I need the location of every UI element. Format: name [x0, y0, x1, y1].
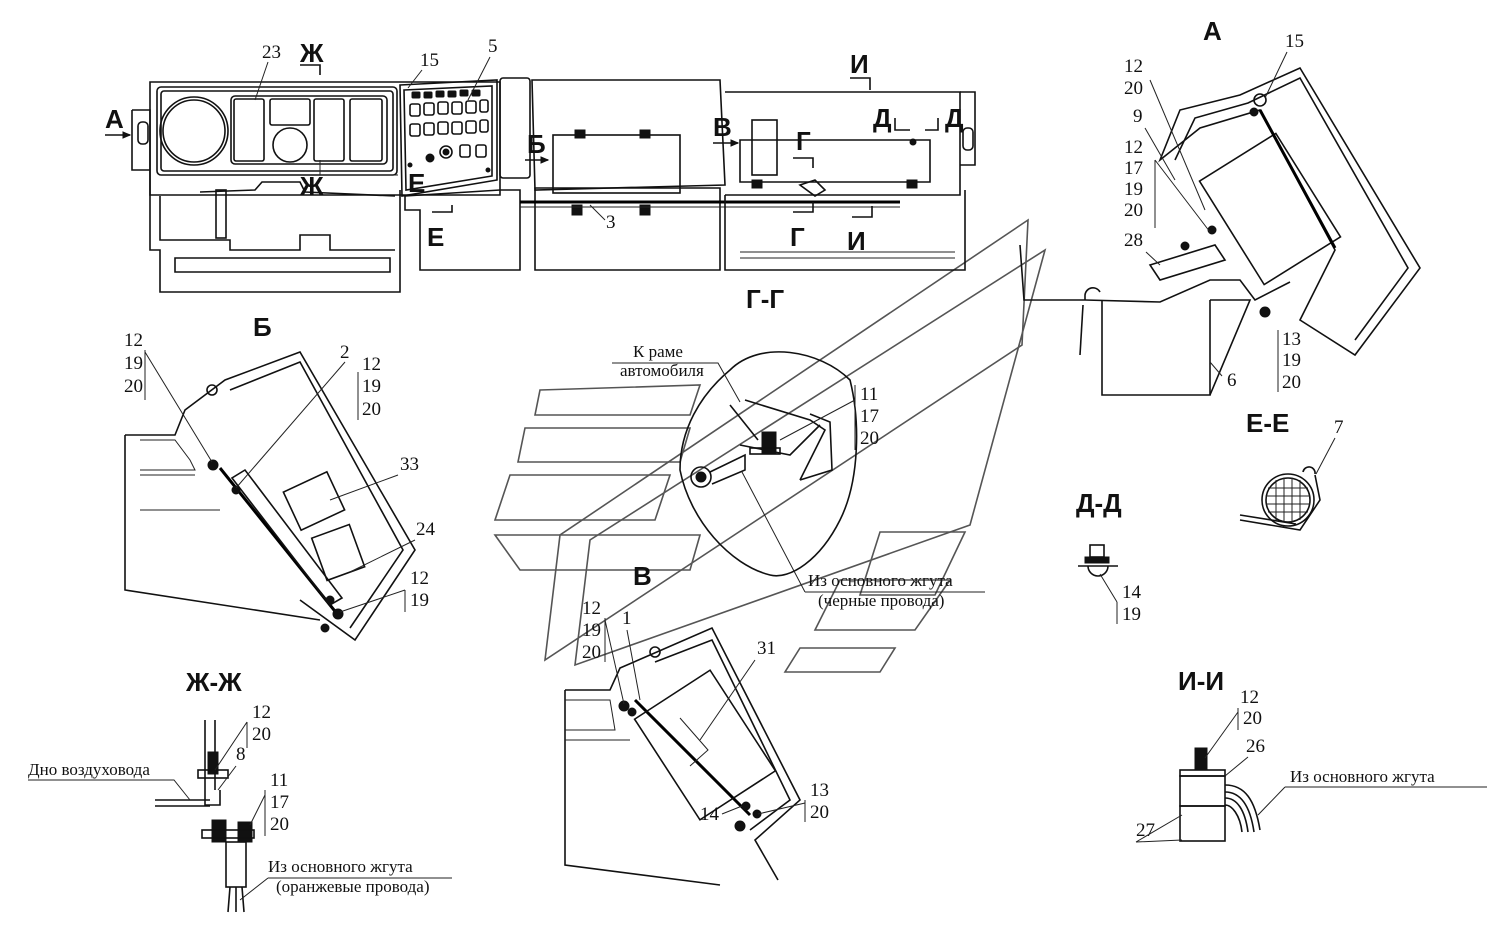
- view-V-label-1: 1: [622, 608, 632, 629]
- view-A-label-20b: 20: [1124, 200, 1143, 221]
- cut-mark-E-top: Е: [408, 168, 425, 198]
- view-B-label-19b: 19: [362, 376, 381, 397]
- section-G-G-label-20: 20: [860, 428, 879, 449]
- section-Zh-Zh-label-20a: 20: [252, 724, 271, 745]
- view-B-label-19c: 19: [410, 590, 429, 611]
- view-B-label-12b: 12: [362, 354, 381, 375]
- cut-mark-D-right: Д: [945, 103, 964, 133]
- view-B-label-20b: 20: [362, 399, 381, 420]
- view-A-title: А: [1203, 16, 1222, 46]
- view-V: В 12 19 20 1 31 14 13 20: [564, 561, 829, 886]
- section-Zh-Zh-label-12: 12: [252, 702, 271, 723]
- view-B: Б 12 19 20 2 12 19 20 33 24 12 19: [124, 312, 436, 642]
- view-V-label-31: 31: [757, 638, 776, 659]
- section-D-D: Д-Д 14 19: [1076, 488, 1142, 625]
- view-B-label-2: 2: [340, 342, 350, 363]
- cut-mark-A: А: [105, 104, 124, 134]
- section-I-I: И-И 12 20 26 Из основного жгута 27: [1135, 666, 1487, 843]
- note-black-wires: (черные провода): [818, 591, 944, 610]
- view-A: А 15 12 20 9 12 17 19 20 28 13 19 20 6: [1019, 16, 1421, 396]
- view-A-label-19a: 19: [1124, 179, 1143, 200]
- note-main-harness-orange: Из основного жгута: [268, 857, 413, 876]
- part-23-label: 23: [262, 42, 281, 63]
- cut-mark-D-left: Д: [873, 103, 892, 133]
- section-E-E: Е-Е 7: [1239, 408, 1344, 531]
- view-A-label-28: 28: [1124, 230, 1143, 251]
- cut-mark-B: Б: [527, 129, 546, 159]
- watermark: [493, 218, 1047, 673]
- view-V-label-19: 19: [582, 620, 601, 641]
- cut-mark-I-bottom: И: [847, 226, 866, 256]
- part-5-label: 5: [488, 36, 498, 57]
- view-A-label-15: 15: [1285, 31, 1304, 52]
- view-V-title: В: [633, 561, 652, 591]
- view-A-label-19b: 19: [1282, 350, 1301, 371]
- cut-mark-Zh-top: Ж: [299, 38, 324, 68]
- section-Zh-Zh-title: Ж-Ж: [185, 667, 242, 697]
- note-main-harness-I-I: Из основного жгута: [1290, 767, 1435, 786]
- section-Zh-Zh-label-8: 8: [236, 744, 246, 765]
- view-V-label-20b: 20: [810, 802, 829, 823]
- cut-mark-E-bottom: Е: [427, 222, 444, 252]
- note-main-harness-black: Из основного жгута: [808, 571, 953, 590]
- part-15-label: 15: [420, 50, 439, 71]
- section-G-G-title: Г-Г: [746, 284, 784, 314]
- view-B-label-20a: 20: [124, 376, 143, 397]
- cut-marks: А Ж Ж Е Е Б В Г Г И И Д Д: [105, 38, 964, 256]
- section-E-E-title: Е-Е: [1246, 408, 1289, 438]
- section-D-D-title: Д-Д: [1076, 488, 1122, 518]
- note-duct-bottom: Дно воздуховода: [28, 760, 150, 779]
- cut-mark-G-top: Г: [796, 126, 811, 156]
- view-A-label-9: 9: [1133, 106, 1143, 127]
- section-I-I-label-27: 27: [1136, 820, 1155, 841]
- view-A-label-20c: 20: [1282, 372, 1301, 393]
- section-I-I-label-26: 26: [1246, 736, 1265, 757]
- section-D-D-label-14: 14: [1122, 582, 1142, 603]
- cut-mark-Zh-bottom: Ж: [299, 171, 324, 201]
- note-orange-wires: (оранжевые провода): [276, 877, 430, 896]
- section-Zh-Zh: Ж-Ж Дно воздуховода 12 20 8 11 17 20 Из …: [28, 667, 452, 913]
- section-D-D-label-19: 19: [1122, 604, 1141, 625]
- view-A-label-12b: 12: [1124, 137, 1143, 158]
- section-Zh-Zh-label-20b: 20: [270, 814, 289, 835]
- view-B-label-19a: 19: [124, 353, 143, 374]
- section-I-I-label-12: 12: [1240, 687, 1259, 708]
- section-E-E-label-7: 7: [1334, 417, 1344, 438]
- section-Zh-Zh-label-11: 11: [270, 770, 288, 791]
- view-A-label-12a: 12: [1124, 56, 1143, 77]
- section-G-G-label-17: 17: [860, 406, 879, 427]
- section-G-G: Г-Г К раме автомобиля 11 17 20 Из основн…: [612, 284, 985, 610]
- cut-mark-V: В: [713, 112, 732, 142]
- dashboard-main-view: [131, 77, 976, 293]
- cut-mark-G-bottom: Г: [790, 222, 805, 252]
- main-view-labels: 23 15 5 3: [254, 36, 616, 233]
- view-B-label-12c: 12: [410, 568, 429, 589]
- section-Zh-Zh-label-17: 17: [270, 792, 289, 813]
- cut-mark-I-top: И: [850, 49, 869, 79]
- section-I-I-label-20: 20: [1243, 708, 1262, 729]
- view-A-label-17: 17: [1124, 158, 1143, 179]
- view-B-label-24: 24: [416, 519, 436, 540]
- view-A-label-6: 6: [1227, 370, 1237, 391]
- view-B-title: Б: [253, 312, 272, 342]
- view-A-label-20a: 20: [1124, 78, 1143, 99]
- note-to-frame-1: К раме: [633, 342, 683, 361]
- panel-buttons: [407, 89, 491, 173]
- view-V-label-14: 14: [700, 804, 720, 825]
- note-to-frame-2: автомобиля: [620, 361, 704, 380]
- section-I-I-title: И-И: [1178, 666, 1224, 696]
- part-3-label: 3: [606, 212, 616, 233]
- view-V-label-13: 13: [810, 780, 829, 801]
- section-G-G-label-11: 11: [860, 384, 878, 405]
- view-B-label-33: 33: [400, 454, 419, 475]
- view-V-label-20a: 20: [582, 642, 601, 663]
- view-A-label-13: 13: [1282, 329, 1301, 350]
- view-B-label-12a: 12: [124, 330, 143, 351]
- view-V-label-12: 12: [582, 598, 601, 619]
